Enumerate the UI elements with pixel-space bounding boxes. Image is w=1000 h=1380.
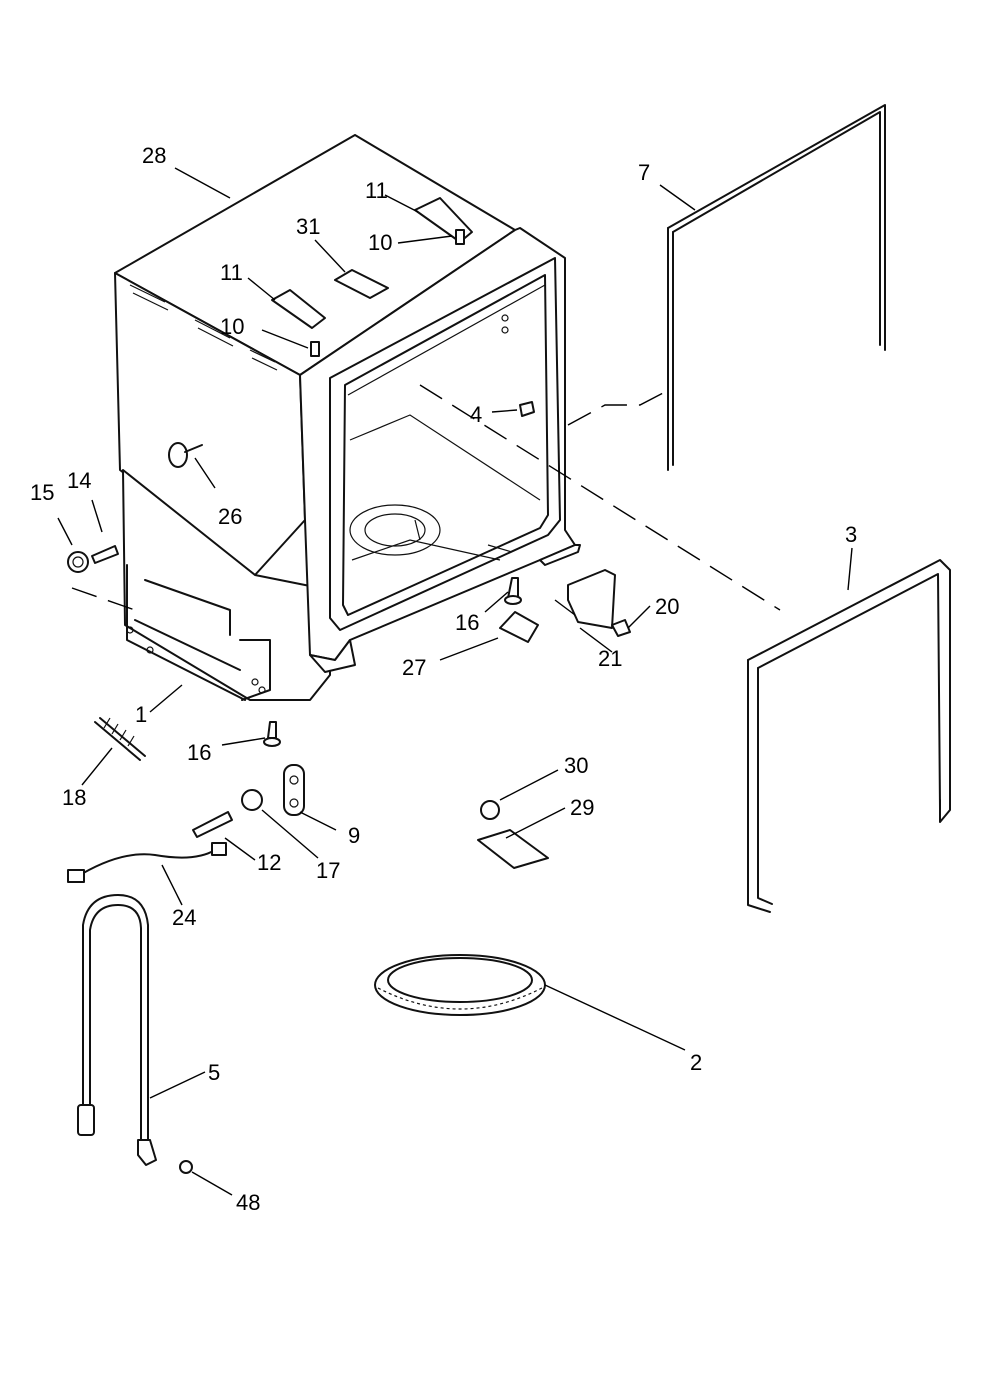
small-parts bbox=[67, 197, 631, 1174]
callout-17: 17 bbox=[316, 858, 340, 883]
callout-27: 27 bbox=[402, 655, 426, 680]
callout-16-left: 16 bbox=[187, 740, 211, 765]
callout-4: 4 bbox=[470, 402, 482, 427]
callout-20: 20 bbox=[655, 594, 679, 619]
callout-26: 26 bbox=[218, 504, 242, 529]
callout-11-left: 11 bbox=[220, 260, 243, 285]
leader-lines bbox=[57, 167, 853, 1196]
callout-9: 9 bbox=[348, 823, 360, 848]
callout-7: 7 bbox=[638, 160, 650, 185]
callout-48: 48 bbox=[236, 1190, 260, 1215]
callout-10-top: 10 bbox=[368, 230, 392, 255]
callout-2: 2 bbox=[690, 1050, 702, 1075]
tub-assembly bbox=[114, 134, 581, 701]
callout-labels: 28 11 10 31 11 10 7 4 15 14 26 3 16 20 2… bbox=[30, 143, 857, 1215]
callout-30: 30 bbox=[564, 753, 588, 778]
callout-12: 12 bbox=[257, 850, 281, 875]
callout-16-right: 16 bbox=[455, 610, 479, 635]
callout-31: 31 bbox=[296, 214, 320, 239]
callout-15: 15 bbox=[30, 480, 54, 505]
part-5-hose bbox=[77, 894, 157, 1166]
callout-21: 21 bbox=[598, 646, 622, 671]
part-2-round-gasket bbox=[374, 954, 546, 1016]
callout-1: 1 bbox=[135, 702, 147, 727]
part-7-door-gasket bbox=[667, 104, 886, 471]
callout-24: 24 bbox=[172, 905, 196, 930]
callout-18: 18 bbox=[62, 785, 86, 810]
callout-5: 5 bbox=[208, 1060, 220, 1085]
callout-11-top: 11 bbox=[365, 178, 388, 203]
assembly-lines bbox=[71, 384, 781, 616]
callout-14: 14 bbox=[67, 468, 91, 493]
callout-10-left: 10 bbox=[220, 314, 244, 339]
callout-28: 28 bbox=[142, 143, 166, 168]
callout-29: 29 bbox=[570, 795, 594, 820]
callout-3: 3 bbox=[845, 522, 857, 547]
part-3-tub-seal bbox=[747, 559, 951, 913]
